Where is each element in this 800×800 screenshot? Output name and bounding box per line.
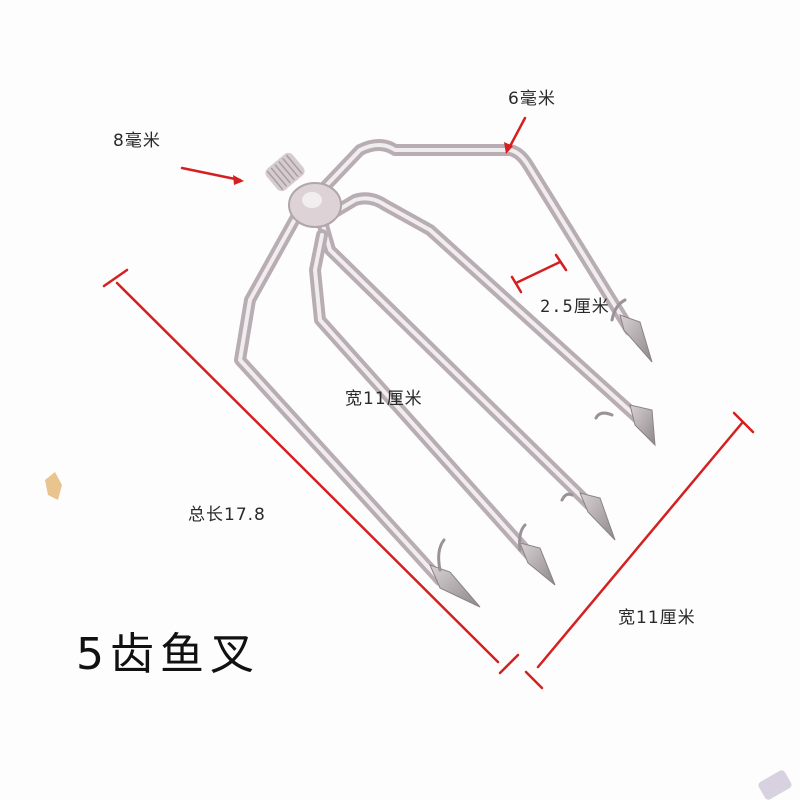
partial-shank-corner [758, 770, 792, 800]
thread-diameter-label: 8毫米 [113, 131, 161, 151]
barbed-tips [429, 314, 656, 608]
inner-width-label: 宽11厘米 [345, 389, 423, 409]
prong-spacing-label: 2.5厘米 [540, 297, 610, 317]
barbs [437, 298, 627, 572]
threaded-shank [265, 152, 342, 228]
product-title: 5齿鱼叉 [76, 629, 260, 680]
dimension-lines [102, 116, 755, 690]
debris-speck [45, 472, 62, 500]
spear-body [234, 139, 646, 586]
rod-diameter-label: 6毫米 [508, 89, 556, 109]
total-length-label: 总长17.8 [188, 505, 266, 525]
outer-width-label: 宽11厘米 [618, 608, 696, 628]
